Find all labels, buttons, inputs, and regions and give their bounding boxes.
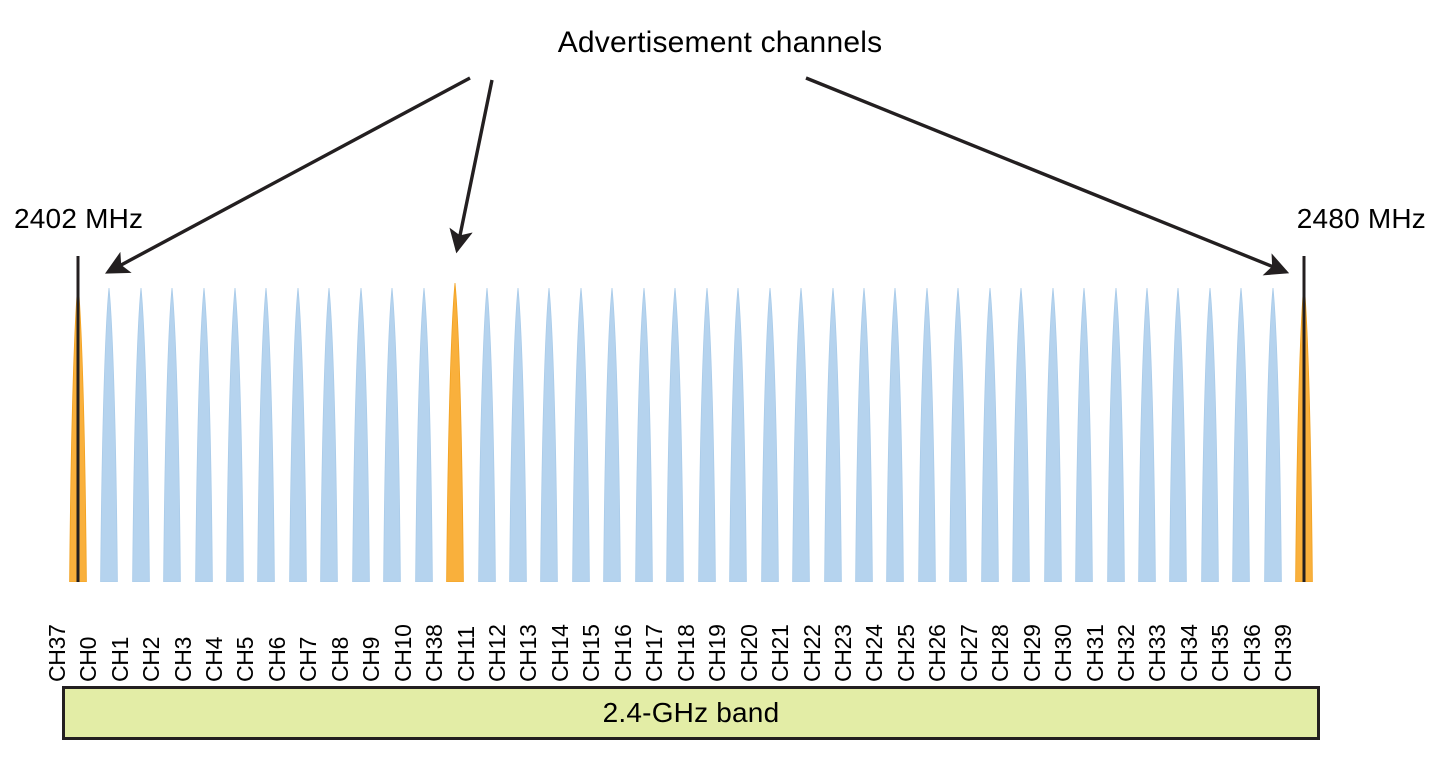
channel-spike-ch0	[97, 282, 121, 582]
channel-tick-label-text: CH3	[169, 636, 196, 682]
channel-spike-ch9	[380, 282, 404, 582]
channel-spike-ch12	[506, 282, 530, 582]
channel-tick-label-ch39: CH39	[1270, 586, 1316, 682]
channel-spike-ch3	[192, 282, 216, 582]
channel-tick-label-text: CH22	[798, 624, 825, 682]
channel-tick-label-text: CH13	[515, 624, 542, 682]
channel-tick-label-text: CH9	[358, 636, 385, 682]
channel-tick-label-text: CH37	[43, 624, 70, 682]
channel-tick-label-text: CH32	[1113, 624, 1140, 682]
frequency-label-high: 2480 MHz	[1296, 203, 1426, 234]
channel-spectrum	[62, 256, 1320, 582]
figure-title: Advertisement channels	[557, 26, 883, 59]
channel-spike-ch25	[915, 282, 939, 582]
channel-spike-ch5	[254, 282, 278, 582]
channel-spike-ch28	[1009, 282, 1033, 582]
arrow-to-ch37	[105, 76, 471, 274]
channel-spike-ch8	[349, 282, 373, 582]
band-bar: 2.4-GHz band	[62, 686, 1320, 740]
band-bar-label: 2.4-GHz band	[602, 697, 780, 728]
channel-spike-ch34	[1198, 282, 1222, 582]
channel-tick-label-text: CH25	[892, 624, 919, 682]
channel-spike-ch15	[600, 282, 624, 582]
channel-tick-label-text: CH6	[263, 636, 290, 682]
channel-tick-label-text: CH26	[924, 624, 951, 682]
channel-tick-label-text: CH8	[326, 636, 353, 682]
channel-tick-label-text: CH24	[861, 624, 888, 682]
channel-tick-label-text: CH4	[200, 636, 227, 682]
channel-tick-label-text: CH19	[704, 624, 731, 682]
channel-spike-ch21	[789, 282, 813, 582]
channel-tick-label-text: CH10	[389, 624, 416, 682]
channel-spike-ch4	[223, 282, 247, 582]
channel-tick-label-text: CH34	[1175, 624, 1202, 682]
channel-tick-label-text: CH33	[1144, 624, 1171, 682]
channel-tick-label-text: CH29	[1018, 624, 1045, 682]
channel-spike-ch19	[726, 282, 750, 582]
channel-spike-ch14	[569, 282, 593, 582]
arrow-to-ch38	[449, 79, 494, 254]
channel-spike-ch37	[66, 256, 90, 582]
channel-spike-ch33	[1166, 282, 1190, 582]
channel-spike-ch31	[1104, 282, 1128, 582]
channel-edge-marker-ch39	[1302, 256, 1306, 582]
channel-spike-ch18	[695, 282, 719, 582]
channel-spike-ch10	[412, 282, 436, 582]
channel-spike-ch35	[1229, 282, 1253, 582]
channel-spike-ch13	[537, 282, 561, 582]
channel-tick-label-text: CH23	[829, 624, 856, 682]
channel-tick-label-text: CH12	[484, 624, 511, 682]
channel-tick-label-text: CH18	[672, 624, 699, 682]
channel-tick-label-text: CH11	[452, 626, 479, 682]
channel-spike-ch11	[475, 282, 499, 582]
channel-spike-ch23	[852, 282, 876, 582]
channel-spike-ch29	[1041, 282, 1065, 582]
channel-spike-ch6	[286, 282, 310, 582]
channel-tick-label-text: CH39	[1270, 624, 1297, 682]
channel-tick-label-text: CH31	[1081, 624, 1108, 682]
channel-tick-label-text: CH16	[609, 624, 636, 682]
channel-spike-ch17	[663, 282, 687, 582]
channel-tick-label-text: CH2	[138, 636, 165, 682]
channel-tick-label-text: CH5	[232, 636, 259, 682]
channel-spike-ch20	[758, 282, 782, 582]
channel-spike-ch32	[1135, 282, 1159, 582]
channel-tick-label-text: CH7	[295, 636, 322, 682]
channel-spike-ch2	[160, 282, 184, 582]
channel-tick-label-text: CH0	[75, 636, 102, 682]
channel-spike-ch24	[883, 282, 907, 582]
channel-tick-label-text: CH36	[1238, 624, 1265, 682]
channel-spike-ch36	[1261, 282, 1285, 582]
channel-tick-label-text: CH21	[767, 624, 794, 682]
arrow-to-ch39	[805, 76, 1290, 276]
channel-edge-marker-ch37	[76, 256, 80, 582]
channel-tick-label-text: CH38	[421, 624, 448, 682]
channel-spike-ch22	[821, 282, 845, 582]
channel-tick-label-text: CH35	[1207, 624, 1234, 682]
frequency-label-low: 2402 MHz	[14, 203, 144, 234]
channel-tick-label-text: CH14	[546, 624, 573, 682]
channel-tick-label-text: CH15	[578, 624, 605, 682]
channel-tick-label-text: CH27	[955, 624, 982, 682]
channel-spike-ch1	[129, 282, 153, 582]
channel-tick-label-text: CH20	[735, 624, 762, 682]
channel-spike-ch27	[978, 282, 1002, 582]
channel-tick-label-text: CH1	[106, 636, 133, 682]
channel-tick-label-text: CH17	[641, 624, 668, 682]
channel-spike-ch39	[1292, 256, 1316, 582]
channel-spike-ch26	[946, 282, 970, 582]
channel-spike-ch38	[443, 282, 467, 582]
channel-tick-label-text: CH28	[987, 624, 1014, 682]
channel-spike-ch7	[317, 282, 341, 582]
channel-spike-ch30	[1072, 282, 1096, 582]
channel-spike-ch16	[632, 282, 656, 582]
channel-tick-label-text: CH30	[1050, 624, 1077, 682]
